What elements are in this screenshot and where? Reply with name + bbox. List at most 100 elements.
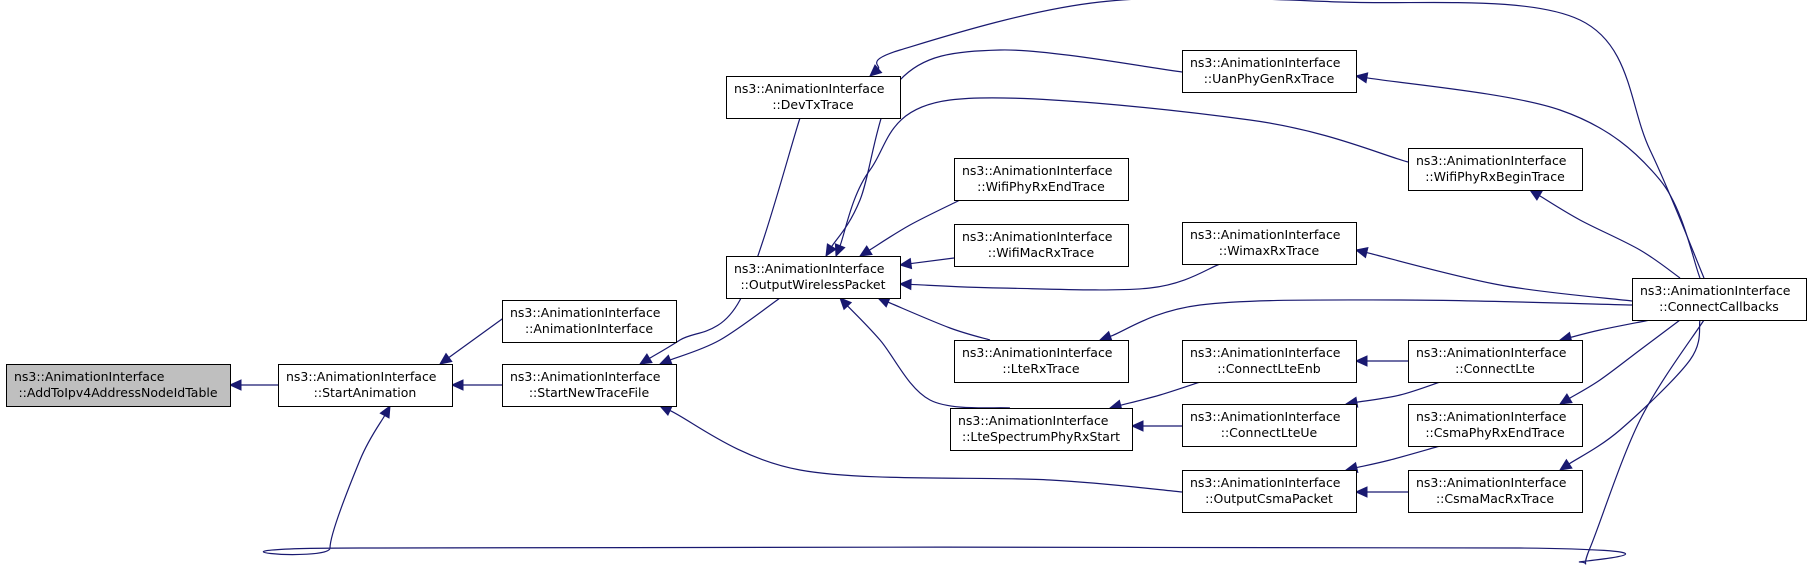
arrowhead-n19-to-n17 bbox=[1558, 393, 1573, 405]
graph-node-n10[interactable]: ns3::AnimationInterface::WimaxRxTrace bbox=[1182, 222, 1357, 265]
arrowhead-n5-to-n3 bbox=[658, 354, 673, 366]
node-label-namespace: ns3::AnimationInterface bbox=[734, 81, 885, 96]
graph-node-n2[interactable]: ns3::AnimationInterface::AnimationInterf… bbox=[502, 300, 677, 343]
node-label-namespace: ns3::AnimationInterface bbox=[1190, 55, 1341, 70]
node-label-namespace: ns3::AnimationInterface bbox=[1416, 475, 1567, 490]
graph-node-n18[interactable]: ns3::AnimationInterface::CsmaMacRxTrace bbox=[1408, 470, 1583, 513]
edge-n13-to-n12 bbox=[1120, 381, 1201, 406]
graph-node-n0[interactable]: ns3::AnimationInterface::AddToIpv4Addres… bbox=[6, 364, 231, 407]
arrowhead-n1-to-n0 bbox=[228, 379, 242, 391]
arrowhead-n19-to-n9 bbox=[1528, 189, 1543, 201]
node-label-namespace: ns3::AnimationInterface bbox=[1416, 153, 1567, 168]
graph-node-n6[interactable]: ns3::AnimationInterface::UanPhyGenRxTrac… bbox=[1182, 50, 1357, 93]
arrowhead-n19-to-n18 bbox=[1558, 458, 1573, 471]
node-label-namespace: ns3::AnimationInterface bbox=[1190, 409, 1341, 424]
node-label-namespace: ns3::AnimationInterface bbox=[962, 345, 1113, 360]
arrowhead-n18-to-n15 bbox=[1354, 486, 1368, 498]
arrowhead-n14-to-n12 bbox=[1130, 420, 1144, 432]
node-box[interactable] bbox=[1632, 278, 1807, 321]
edge-n16-to-n14 bbox=[1356, 381, 1441, 403]
node-box[interactable] bbox=[1182, 470, 1357, 513]
arrowhead-n12-to-n5 bbox=[839, 297, 853, 311]
node-label-namespace: ns3::AnimationInterface bbox=[1416, 409, 1567, 424]
edge-n11-to-n5 bbox=[887, 301, 991, 341]
arrowhead-n19-to-n11 bbox=[1098, 330, 1113, 342]
node-box[interactable] bbox=[1182, 404, 1357, 447]
node-label-method: ::LteRxTrace bbox=[1002, 361, 1080, 376]
node-label-method: ::CsmaPhyRxEndTrace bbox=[1425, 425, 1565, 440]
node-label-namespace: ns3::AnimationInterface bbox=[1190, 227, 1341, 242]
graph-node-n15[interactable]: ns3::AnimationInterface::OutputCsmaPacke… bbox=[1182, 470, 1357, 513]
node-label-method: ::UanPhyGenRxTrace bbox=[1204, 71, 1335, 86]
graph-node-n9[interactable]: ns3::AnimationInterface::WifiPhyRxBeginT… bbox=[1408, 148, 1583, 191]
graph-node-n1[interactable]: ns3::AnimationInterface::StartAnimation bbox=[278, 364, 453, 407]
node-label-namespace: ns3::AnimationInterface bbox=[1416, 345, 1567, 360]
arrowhead-n15-to-n3 bbox=[658, 405, 673, 417]
edge-n5-to-n3 bbox=[669, 297, 781, 361]
node-label-namespace: ns3::AnimationInterface bbox=[14, 369, 165, 384]
node-label-method: ::ConnectLteEnb bbox=[1217, 361, 1320, 376]
node-label-method: ::AddToIpv4AddressNodeIdTable bbox=[18, 385, 217, 400]
edge-n6-to-n5 bbox=[831, 49, 1183, 247]
graph-node-n17[interactable]: ns3::AnimationInterface::CsmaPhyRxEndTra… bbox=[1408, 404, 1583, 447]
graph-node-n19[interactable]: ns3::AnimationInterface::ConnectCallback… bbox=[1632, 278, 1807, 321]
node-box[interactable] bbox=[6, 364, 231, 407]
graph-node-n3[interactable]: ns3::AnimationInterface::StartNewTraceFi… bbox=[502, 364, 677, 407]
arrowhead-n16-to-n13 bbox=[1354, 355, 1368, 367]
edge-n17-to-n15 bbox=[1356, 445, 1441, 469]
node-label-namespace: ns3::AnimationInterface bbox=[286, 369, 437, 384]
node-box[interactable] bbox=[1182, 222, 1357, 265]
node-label-method: ::CsmaMacRxTrace bbox=[1436, 491, 1554, 506]
node-label-namespace: ns3::AnimationInterface bbox=[958, 413, 1109, 428]
node-box[interactable] bbox=[1182, 340, 1357, 383]
node-label-namespace: ns3::AnimationInterface bbox=[1640, 283, 1791, 298]
graph-node-n13[interactable]: ns3::AnimationInterface::ConnectLteEnb bbox=[1182, 340, 1357, 383]
node-box[interactable] bbox=[726, 256, 901, 299]
graph-node-n4[interactable]: ns3::AnimationInterface::DevTxTrace bbox=[726, 76, 901, 119]
graph-node-n14[interactable]: ns3::AnimationInterface::ConnectLteUe bbox=[1182, 404, 1357, 447]
node-label-method: ::WifiPhyRxEndTrace bbox=[977, 179, 1105, 194]
node-box[interactable] bbox=[954, 224, 1129, 267]
edge-n19-to-n17 bbox=[1569, 319, 1681, 399]
arrowhead-n6-to-n5 bbox=[825, 243, 837, 258]
node-box[interactable] bbox=[954, 158, 1129, 201]
node-box[interactable] bbox=[1182, 50, 1357, 93]
node-box[interactable] bbox=[726, 76, 901, 119]
node-box[interactable] bbox=[950, 408, 1133, 451]
node-label-namespace: ns3::AnimationInterface bbox=[1190, 345, 1341, 360]
node-box[interactable] bbox=[1408, 148, 1583, 191]
node-box[interactable] bbox=[1408, 404, 1583, 447]
node-label-method: ::WifiMacRxTrace bbox=[988, 245, 1095, 260]
arrowhead-n3-to-n1 bbox=[450, 379, 464, 391]
node-label-namespace: ns3::AnimationInterface bbox=[510, 305, 661, 320]
node-label-method: ::LteSpectrumPhyRxStart bbox=[962, 429, 1120, 444]
node-label-namespace: ns3::AnimationInterface bbox=[734, 261, 885, 276]
graph-node-n16[interactable]: ns3::AnimationInterface::ConnectLte bbox=[1408, 340, 1583, 383]
graph-node-n5[interactable]: ns3::AnimationInterface::OutputWirelessP… bbox=[726, 256, 901, 299]
arrowhead-n19-to-n10 bbox=[1354, 247, 1369, 259]
node-label-method: ::OutputWirelessPacket bbox=[740, 277, 885, 292]
edge-n12-to-n5 bbox=[847, 305, 1011, 409]
graph-node-n7[interactable]: ns3::AnimationInterface::WifiPhyRxEndTra… bbox=[954, 158, 1129, 201]
graph-node-n11[interactable]: ns3::AnimationInterface::LteRxTrace bbox=[954, 340, 1129, 383]
node-label-method: ::WifiPhyRxBeginTrace bbox=[1425, 169, 1565, 184]
node-box[interactable] bbox=[502, 364, 677, 407]
node-box[interactable] bbox=[278, 364, 453, 407]
node-label-namespace: ns3::AnimationInterface bbox=[962, 229, 1113, 244]
node-box[interactable] bbox=[502, 300, 677, 343]
node-box[interactable] bbox=[1408, 470, 1583, 513]
arrowhead-n4-to-n3 bbox=[638, 353, 653, 365]
arrowhead-n19-to-n1 bbox=[379, 404, 391, 419]
node-label-method: ::ConnectLte bbox=[1455, 361, 1535, 376]
edge-n7-to-n5 bbox=[869, 199, 961, 251]
graph-node-n8[interactable]: ns3::AnimationInterface::WifiMacRxTrace bbox=[954, 224, 1129, 267]
node-box[interactable] bbox=[954, 340, 1129, 383]
edge-n8-to-n5 bbox=[910, 257, 955, 265]
graph-node-n12[interactable]: ns3::AnimationInterface::LteSpectrumPhyR… bbox=[950, 408, 1133, 451]
node-label-method: ::ConnectLteUe bbox=[1221, 425, 1318, 440]
node-box[interactable] bbox=[1408, 340, 1583, 383]
arrowhead-n7-to-n5 bbox=[858, 245, 873, 257]
arrowhead-n8-to-n5 bbox=[898, 257, 913, 270]
edge-n19-to-n16 bbox=[1570, 319, 1651, 338]
